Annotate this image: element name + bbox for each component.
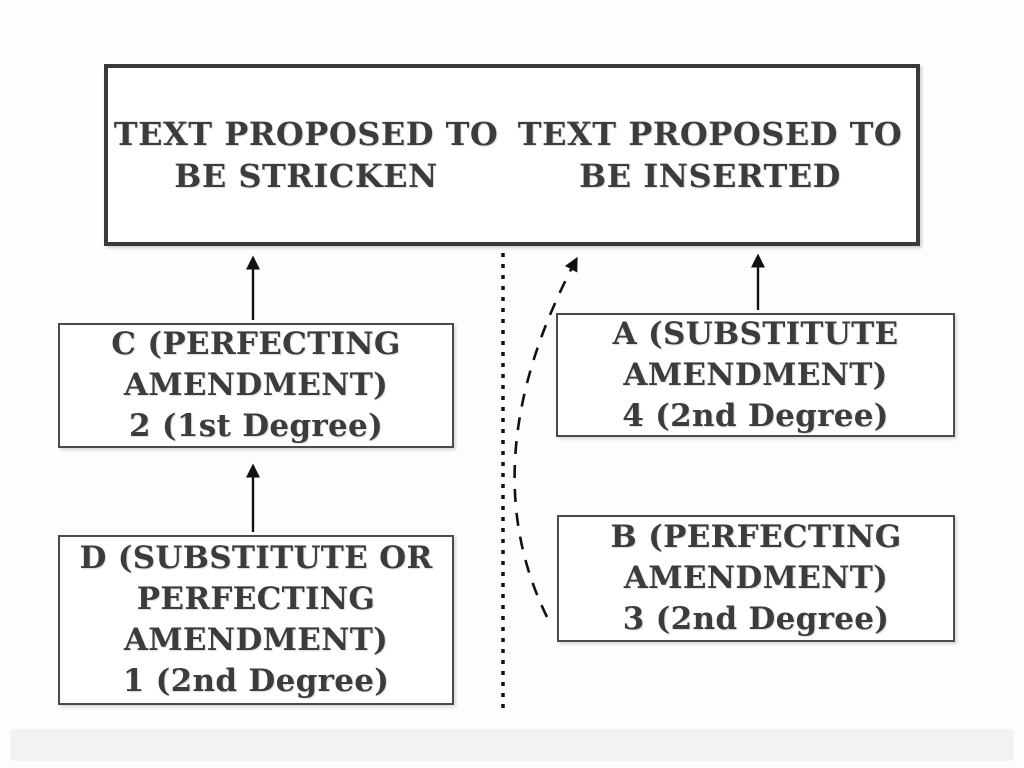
stricken-text-line: BE STRICKEN (174, 157, 438, 195)
node-text-line: B (PERFECTING (610, 519, 902, 555)
node-text-line: D (SUBSTITUTE OR (79, 540, 433, 576)
node-text-line: PERFECTING (136, 581, 376, 617)
stricken-text-line: TEXT PROPOSED TO (113, 115, 499, 153)
text-proposed-box: TEXT PROPOSED TO BE STRICKEN TEXT PROPOS… (104, 64, 920, 246)
node-text-line: C (PERFECTING (111, 326, 401, 362)
node-text-line: AMENDMENT) (623, 356, 888, 393)
node-text-line: 2 (1st Degree) (128, 408, 384, 444)
node-text-line: AMENDMENT) (623, 560, 889, 596)
node-text-line: 3 (2nd Degree) (622, 601, 890, 637)
stricken-panel: TEXT PROPOSED TO BE STRICKEN (108, 68, 504, 242)
node-b-perfecting-amendment: B (PERFECTING AMENDMENT) 3 (2nd Degree) (557, 515, 955, 642)
node-text-line: A (SUBSTITUTE (612, 315, 899, 352)
inserted-panel: TEXT PROPOSED TO BE INSERTED (504, 68, 916, 242)
node-text-line: AMENDMENT) (123, 367, 389, 403)
inserted-text-line: TEXT PROPOSED TO (517, 115, 903, 153)
node-a-substitute-amendment: A (SUBSTITUTE AMENDMENT) 4 (2nd Degree) (556, 313, 955, 437)
node-c-perfecting-amendment: C (PERFECTING AMENDMENT) 2 (1st Degree) (58, 323, 454, 448)
node-text-line: AMENDMENT) (123, 622, 389, 658)
node-text-line: 4 (2nd Degree) (622, 397, 889, 434)
scan-artifact-band (10, 729, 1014, 761)
node-text-line: 1 (2nd Degree) (122, 663, 390, 699)
node-d-substitute-or-perfecting-amendment: D (SUBSTITUTE OR PERFECTING AMENDMENT) 1… (58, 535, 454, 705)
inserted-text-line: BE INSERTED (579, 157, 841, 195)
